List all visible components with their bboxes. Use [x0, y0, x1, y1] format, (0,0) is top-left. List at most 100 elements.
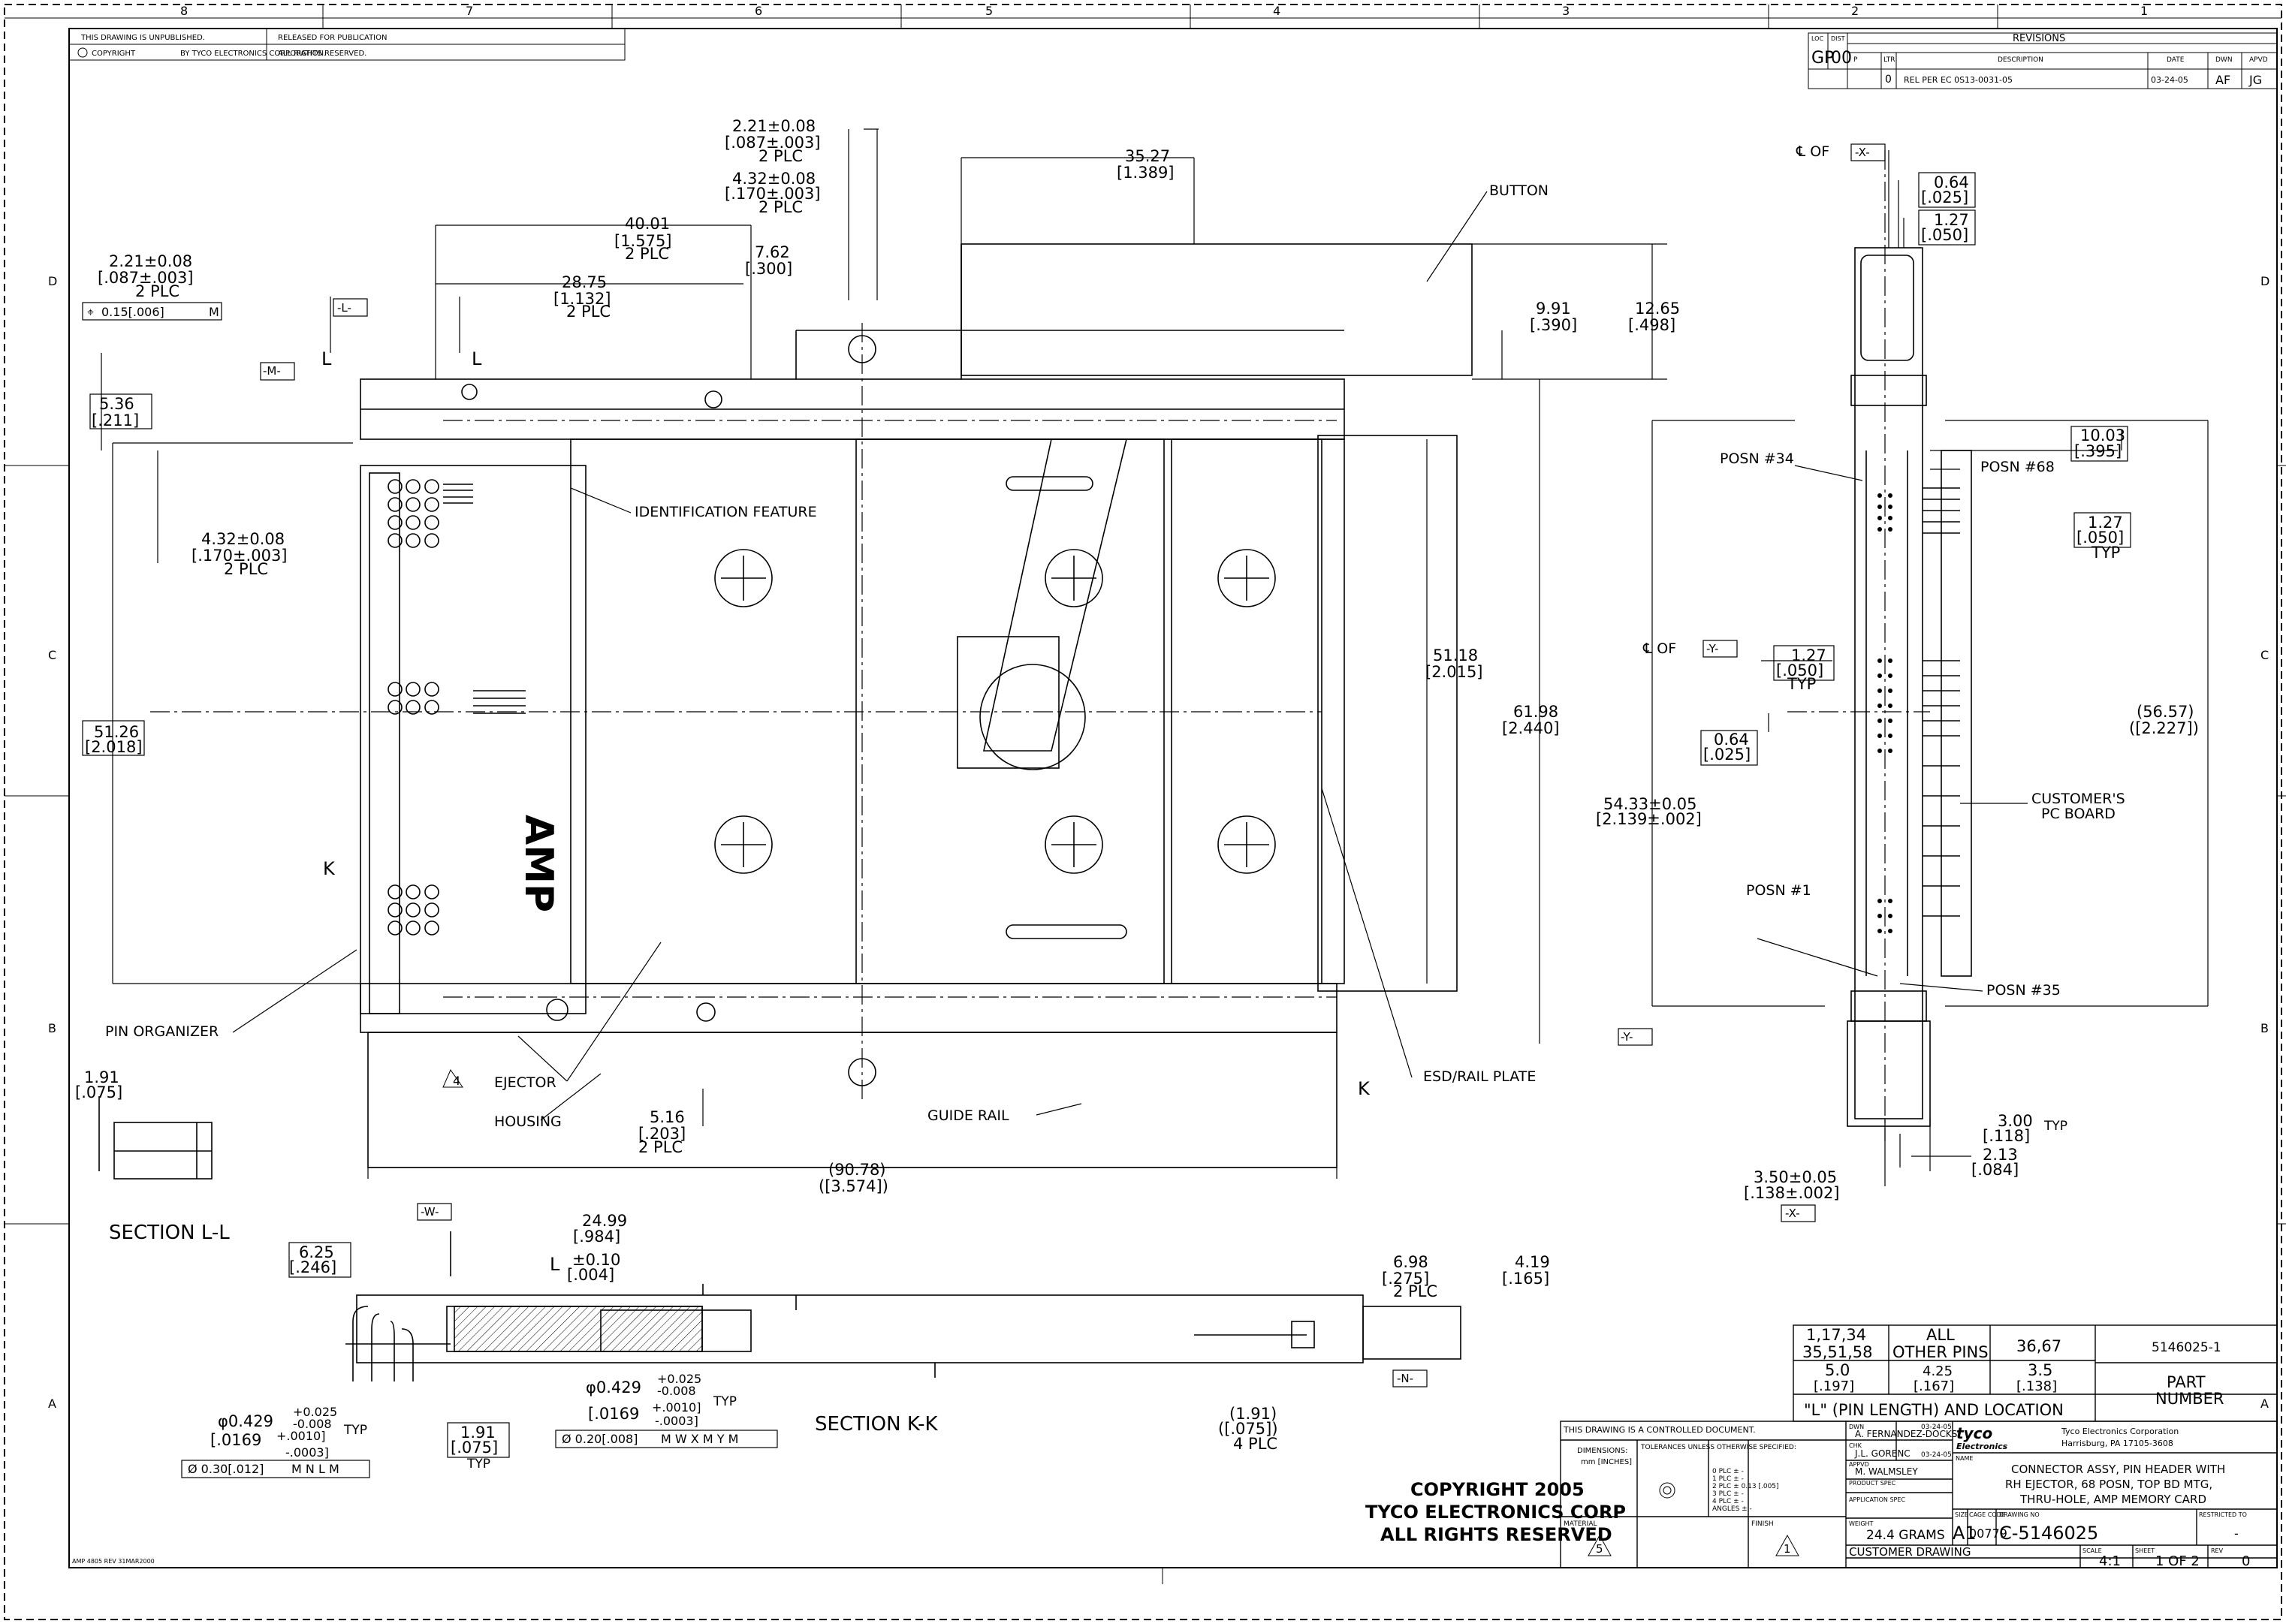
dim-762-1: 7.62 — [755, 243, 790, 261]
tb-scale: 4:1 — [2099, 1553, 2121, 1569]
dim-typ-a: TYP — [343, 1423, 367, 1438]
label-k-lower: K — [1358, 1078, 1371, 1099]
label-posn35: POSN #35 — [1986, 982, 2061, 999]
dim-213-2: [.084] — [1971, 1161, 2019, 1179]
dim-5126-1: 51.26 — [94, 723, 139, 741]
zone-row-a-right: A — [2260, 1397, 2269, 1411]
ejector-button-knob — [546, 999, 568, 1021]
label-l-right: L — [472, 348, 482, 369]
tb-tolerances: TOLERANCES UNLESS OTHERWISE SPECIFIED: — [1640, 1444, 1796, 1451]
revisions-title: REVISIONS — [2013, 33, 2065, 44]
dim-350-1: 3.50±0.05 — [1754, 1168, 1837, 1186]
tb-dwg-label: DRAWING NO — [1999, 1511, 2040, 1518]
tb-scale-label: SCALE — [2082, 1547, 2102, 1554]
rev-row-date: 03-24-05 — [2151, 75, 2188, 85]
label-posn34: POSN #34 — [1720, 450, 1794, 467]
dim-9078-2: ([3.574]) — [819, 1177, 888, 1195]
rev-row-ltr: 0 — [1885, 74, 1892, 86]
dim-6198-1: 61.98 — [1513, 703, 1558, 721]
label-guide-rail: GUIDE RAIL — [927, 1107, 1009, 1124]
dim-536-1: 5.36 — [99, 395, 134, 413]
zone-row-d: D — [48, 274, 57, 288]
dim-5433-2: [2.139±.002] — [1596, 810, 1702, 828]
tb-application-spec: APPLICATION SPEC — [1849, 1496, 1905, 1503]
pin-table-part2: NUMBER — [2155, 1390, 2224, 1408]
dim-2875-2: [1.132] — [553, 290, 611, 308]
publication-header: THIS DRAWING IS UNPUBLISHED. RELEASED FO… — [68, 28, 626, 61]
tb-weight-label: WEIGHT — [1849, 1520, 1874, 1527]
tb-name-label: NAME — [1956, 1455, 1973, 1462]
side-view — [1847, 247, 1972, 1127]
rev-col-apvd: APVD — [2249, 56, 2268, 64]
fcf1-symbol: ⌖ — [87, 305, 94, 319]
pin-table-r1c2b: OTHER PINS — [1892, 1343, 1989, 1361]
rev-col-dwn: DWN — [2215, 56, 2233, 64]
dim-221a-2: [.087±.003] — [725, 134, 821, 152]
note-5: 5 — [1596, 1542, 1603, 1556]
dim-191c-1: (1.91) — [1229, 1405, 1277, 1423]
header-body — [1854, 247, 1923, 1119]
tb-finish: FINISH — [1751, 1520, 1774, 1528]
dim-5118-1: 51.18 — [1433, 646, 1478, 664]
label-section-kk: SECTION K-K — [815, 1413, 939, 1436]
ejector-arm — [983, 438, 1128, 752]
rev-dist: 00 — [1831, 49, 1852, 68]
copyright-symbol — [77, 47, 88, 58]
pin-table-caption: "L" (PIN LENGTH) AND LOCATION — [1804, 1401, 2064, 1419]
dim-064b-1: 0.64 — [1714, 731, 1749, 749]
dim-9078-1: (90.78) — [828, 1161, 886, 1179]
dim-419-1: 4.19 — [1515, 1253, 1550, 1271]
zone-row-b: B — [48, 1021, 56, 1035]
fcf3-value: Ø 0.30[.012] — [188, 1462, 264, 1476]
tb-dwn-label: DWN — [1849, 1424, 1864, 1430]
plan-view — [360, 243, 1473, 1168]
projection-symbol-inner — [1663, 1486, 1672, 1495]
pin-table-r1c3: 36,67 — [2016, 1337, 2061, 1355]
dim-432b-2: [.170±.003] — [192, 547, 288, 565]
dim-698-3: 2 PLC — [1393, 1282, 1437, 1300]
dim-432b-3: 2 PLC — [224, 560, 268, 578]
datum-y-upper: -Y- — [1706, 642, 1718, 655]
zone-col-4: 4 — [1273, 4, 1280, 18]
zone-col-7: 7 — [466, 4, 473, 18]
datum-x-top: -X- — [1855, 146, 1870, 159]
dim-127a-2: [.050] — [1921, 226, 1968, 244]
dim-l010-1: ±0.10 — [572, 1251, 620, 1269]
zone-row-a: A — [48, 1397, 56, 1411]
dim-2499-1: 24.99 — [582, 1212, 627, 1230]
revisions-text: REVISIONS LOC DIST GP 00 P LTR DESCRIPTI… — [1811, 33, 2268, 87]
datum-l: -L- — [337, 301, 351, 315]
note-1: 1 — [1784, 1542, 1791, 1556]
dim-3527-2: [1.389] — [1117, 164, 1175, 182]
label-housing: HOUSING — [494, 1113, 562, 1130]
tb-sheet-label: SHEET — [2135, 1547, 2155, 1554]
dim-5433-1: 54.33±0.05 — [1603, 795, 1696, 813]
dim-5657-1: (56.57) — [2137, 703, 2194, 721]
section-kk-view — [345, 1231, 1461, 1381]
tb-tol-0: 0 PLC ± - — [1712, 1468, 1744, 1475]
feature-labels: BUTTON IDENTIFICATION FEATURE PIN ORGANI… — [105, 143, 2125, 1436]
bottom-rail — [360, 983, 1338, 1033]
dim-4001-1: 40.01 — [625, 215, 670, 233]
sheet-border — [4, 4, 2286, 1620]
rev-col-date: DATE — [2167, 56, 2185, 64]
dim-1003-1: 10.03 — [2080, 426, 2125, 444]
dim-300-2: [.118] — [1983, 1127, 2030, 1145]
dim-1003-2: [.395] — [2074, 442, 2122, 460]
pin-table-r1c2a: ALL — [1926, 1326, 1955, 1344]
pin-table-r2c3a: 3.5 — [2028, 1361, 2052, 1379]
kk-button — [1362, 1306, 1461, 1360]
tb-appvd-name: M. WALMSLEY — [1855, 1466, 1918, 1477]
label-section-ll: SECTION L-L — [109, 1222, 230, 1244]
label-customers-board-2: PC BOARD — [2041, 806, 2116, 822]
dim-5126-2: [2.018] — [85, 738, 143, 756]
dim-432a-1: 4.32±0.08 — [732, 170, 816, 188]
dim-0429a-2: +0.025 — [293, 1405, 337, 1419]
dimension-text: 2.21±0.08 [.087±.003] 2 PLC 4.32±0.08 [.… — [75, 117, 2199, 1476]
zone-row-b-right: B — [2260, 1021, 2269, 1035]
mounting-hole-5 — [1045, 815, 1103, 874]
dim-191c-3: 4 PLC — [1233, 1435, 1277, 1453]
tb-appvd-label: APPVD — [1849, 1461, 1869, 1468]
datum-m: -M- — [263, 364, 281, 378]
dim-0169b-2: +.0010] — [652, 1400, 701, 1415]
